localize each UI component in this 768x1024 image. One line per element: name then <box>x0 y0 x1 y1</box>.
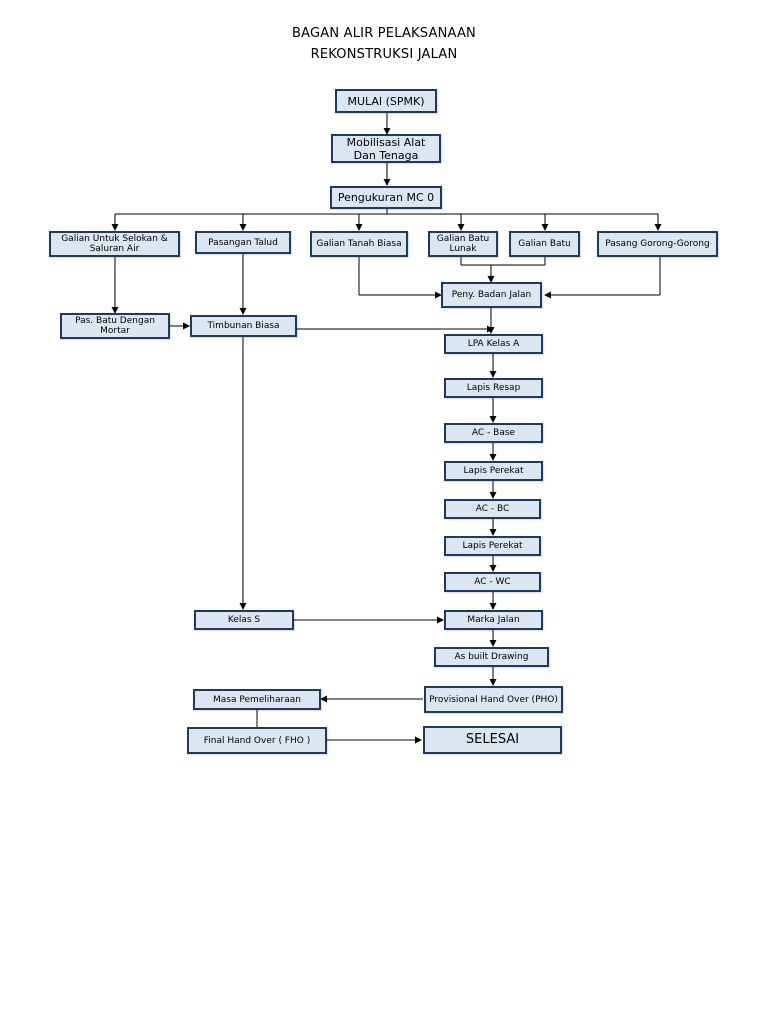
node-peny-badan: Peny. Badan Jalan <box>441 282 542 308</box>
title-line-2: REKONSTRUKSI JALAN <box>310 47 458 62</box>
title-line-1: BAGAN ALIR PELAKSANAAN <box>292 26 476 41</box>
node-mobilisasi: Mobilisasi Alat Dan Tenaga <box>331 134 441 163</box>
node-mulai: MULAI (SPMK) <box>335 89 437 113</box>
node-fho: Final Hand Over ( FHO ) <box>187 727 327 754</box>
node-masa: Masa Pemeliharaan <box>193 689 321 710</box>
node-selesai: SELESAI <box>423 726 562 754</box>
node-ac-bc: AC - BC <box>444 499 541 519</box>
node-ac-wc: AC - WC <box>444 572 541 592</box>
node-pasangan-talud: Pasangan Talud <box>195 231 291 254</box>
node-timbunan: Timbunan Biasa <box>190 315 297 337</box>
node-kelas-s: Kelas S <box>194 610 294 630</box>
node-galian-tanah: Galian Tanah Biasa <box>310 231 408 257</box>
node-ac-base: AC - Base <box>444 423 543 443</box>
node-pengukuran: Pengukuran MC 0 <box>330 186 442 209</box>
node-as-built: As built Drawing <box>434 647 549 667</box>
node-lapis-perekat-1: Lapis Perekat <box>444 461 543 481</box>
node-lapis-perekat-2: Lapis Perekat <box>444 536 541 556</box>
node-pho: Provisional Hand Over (PHO) <box>424 686 563 713</box>
node-galian-selokan: Galian Untuk Selokan & Saluran Air <box>49 231 180 257</box>
node-pasang-gorong: Pasang Gorong-Gorong <box>597 231 718 257</box>
node-pas-batu: Pas. Batu Dengan Mortar <box>60 313 170 339</box>
node-lpa: LPA Kelas A <box>444 334 543 354</box>
node-galian-batu-lunak: Galian Batu Lunak <box>428 231 498 257</box>
node-galian-batu: Galian Batu <box>509 231 580 257</box>
node-lapis-resap: Lapis Resap <box>444 378 543 398</box>
node-marka: Marka Jalan <box>444 610 543 630</box>
